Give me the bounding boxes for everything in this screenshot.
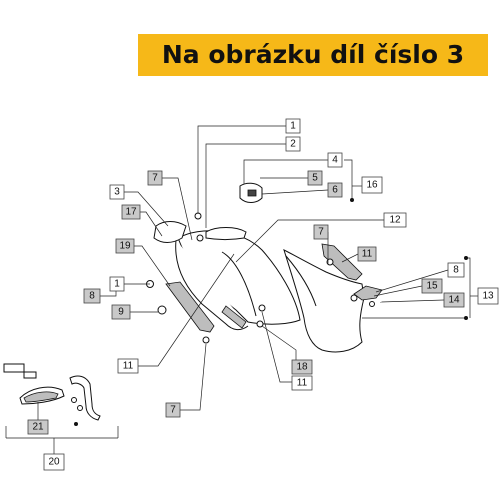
svg-text:16: 16 <box>366 180 378 191</box>
svg-text:18: 18 <box>296 362 308 373</box>
callout-17: 17 <box>121 204 141 220</box>
callout-14: 14 <box>443 292 465 308</box>
callout-8-right: 8 <box>447 262 465 278</box>
callout-13: 13 <box>477 287 499 305</box>
svg-text:15: 15 <box>426 281 438 292</box>
callout-20: 20 <box>43 453 65 471</box>
callout-6: 6 <box>327 182 343 198</box>
callout-7-top: 7 <box>147 170 163 186</box>
svg-text:8: 8 <box>89 291 95 302</box>
svg-text:3: 3 <box>114 187 120 198</box>
part-number-banner: Na obrázku díl číslo 3 <box>138 34 488 76</box>
svg-text:4: 4 <box>332 155 338 166</box>
callout-9: 9 <box>111 304 131 320</box>
svg-text:19: 19 <box>119 241 131 252</box>
front-shield-part <box>175 230 301 331</box>
fasteners <box>146 212 375 344</box>
svg-text:11: 11 <box>297 378 308 389</box>
svg-text:20: 20 <box>48 457 60 468</box>
svg-text:12: 12 <box>389 215 401 226</box>
callout-12: 12 <box>383 212 407 228</box>
callout-21: 21 <box>27 419 49 435</box>
svg-text:11: 11 <box>123 361 134 372</box>
svg-text:11: 11 <box>362 249 373 260</box>
bracket-dot <box>74 422 78 426</box>
svg-text:17: 17 <box>125 207 137 218</box>
callout-7-right: 7 <box>313 224 329 240</box>
callout-1-left: 1 <box>109 276 125 292</box>
callout-11-right: 11 <box>357 246 377 262</box>
svg-text:1: 1 <box>114 279 120 290</box>
upper-cover-part <box>153 182 263 243</box>
bracket-dot <box>464 256 468 260</box>
callout-7-lower: 7 <box>165 402 181 418</box>
callout-2: 2 <box>285 136 301 152</box>
svg-text:5: 5 <box>312 173 318 184</box>
callout-5: 5 <box>307 170 323 186</box>
callout-1-top: 1 <box>285 118 301 134</box>
svg-text:21: 21 <box>32 422 44 433</box>
svg-text:7: 7 <box>152 173 158 184</box>
svg-text:1: 1 <box>290 121 296 132</box>
svg-text:13: 13 <box>482 291 494 302</box>
svg-text:2: 2 <box>290 139 296 150</box>
bracket-dot <box>464 316 468 320</box>
svg-text:6: 6 <box>332 185 338 196</box>
banner-title: Na obrázku díl číslo 3 <box>161 40 465 69</box>
svg-text:8: 8 <box>453 265 459 276</box>
callout-4: 4 <box>327 152 343 168</box>
callout-15: 15 <box>421 278 443 294</box>
rear-cover-part <box>283 249 365 353</box>
svg-text:9: 9 <box>118 307 124 318</box>
callout-16: 16 <box>361 176 383 194</box>
callout-19: 19 <box>115 238 135 254</box>
callout-18: 18 <box>291 359 313 375</box>
svg-text:7: 7 <box>318 227 324 238</box>
svg-text:7: 7 <box>170 405 176 416</box>
callout-8-left: 8 <box>83 288 101 304</box>
callout-11-lower: 11 <box>291 375 313 391</box>
reflector-assembly-part <box>3 363 101 421</box>
svg-text:14: 14 <box>448 295 460 306</box>
callout-11-left: 11 <box>117 358 139 374</box>
bracket-dot <box>350 198 354 202</box>
callout-3: 3 <box>109 184 125 200</box>
